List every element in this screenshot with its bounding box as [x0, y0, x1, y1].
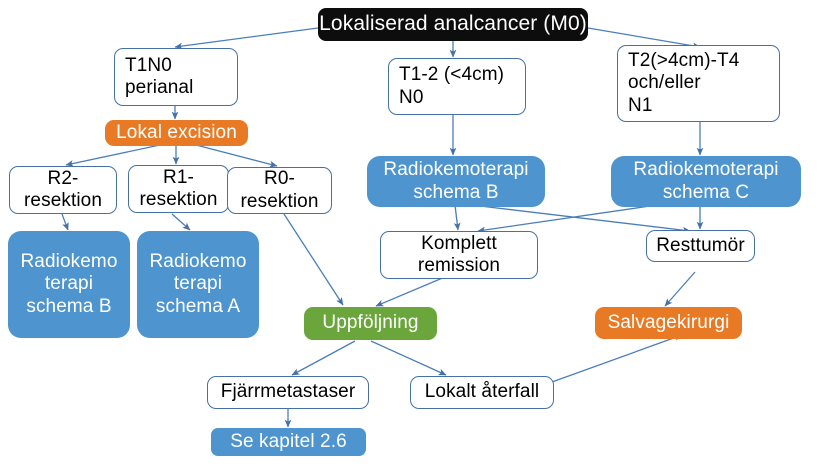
node-t1-2[interactable]: T1-2 (<4cm) N0	[388, 58, 526, 115]
edge-lokalexc-to-r2	[65, 144, 161, 167]
edge-r0-to-uppfoljning	[283, 213, 344, 306]
node-resttumor[interactable]: Resttumör	[646, 230, 755, 262]
edge-lokalexc-to-r0	[195, 144, 278, 168]
node-se-kapitel[interactable]: Se kapitel 2.6	[211, 428, 366, 456]
node-radiokemoterapi-schema-a-left[interactable]: Radiokemo terapi schema A	[137, 231, 259, 338]
node-t1n0[interactable]: T1N0 perianal	[114, 48, 238, 106]
edge-rktB-to-komplett	[453, 204, 461, 231]
edge-rktC-to-komplett	[477, 205, 651, 234]
edge-root-to-t1n0	[174, 27, 319, 50]
node-uppfoljning[interactable]: Uppföljning	[304, 307, 437, 340]
node-salvagekirurgi[interactable]: Salvagekirurgi	[595, 307, 742, 339]
node-lokalt-aterfall[interactable]: Lokalt återfall	[410, 376, 554, 409]
node-radiokemoterapi-schema-c[interactable]: Radiokemoterapi schema C	[611, 156, 801, 207]
node-r2-resektion[interactable]: R2- resektion	[9, 166, 117, 214]
node-r0-resektion[interactable]: R0- resektion	[227, 167, 332, 214]
edge-lokalt-to-salvage	[551, 334, 683, 383]
node-root[interactable]: Lokaliserad analcancer (M0)	[318, 8, 588, 41]
node-komplett-remission[interactable]: Komplett remission	[380, 231, 538, 279]
node-t2-t4[interactable]: T2(>4cm)-T4 och/eller N1	[617, 45, 780, 122]
edge-uppfoljning-to-fjarr	[291, 340, 356, 376]
node-radiokemoterapi-schema-b[interactable]: Radiokemoterapi schema B	[367, 156, 545, 207]
edge-r1-to-rktA-left	[171, 213, 191, 231]
edge-r2-to-rktB-left	[61, 213, 69, 231]
edge-rktB-to-resttumor	[479, 205, 691, 234]
edge-uppfoljning-to-lokalt	[370, 340, 447, 376]
node-lokal-excision[interactable]: Lokal excision	[105, 120, 248, 146]
node-fjarrmetastaser[interactable]: Fjärrmetastaser	[207, 376, 369, 409]
edge-resttumor-to-salvage	[664, 271, 696, 307]
node-radiokemoterapi-schema-b-left[interactable]: Radiokemo terapi schema B	[8, 231, 130, 338]
node-r1-resektion[interactable]: R1- resektion	[128, 165, 229, 213]
